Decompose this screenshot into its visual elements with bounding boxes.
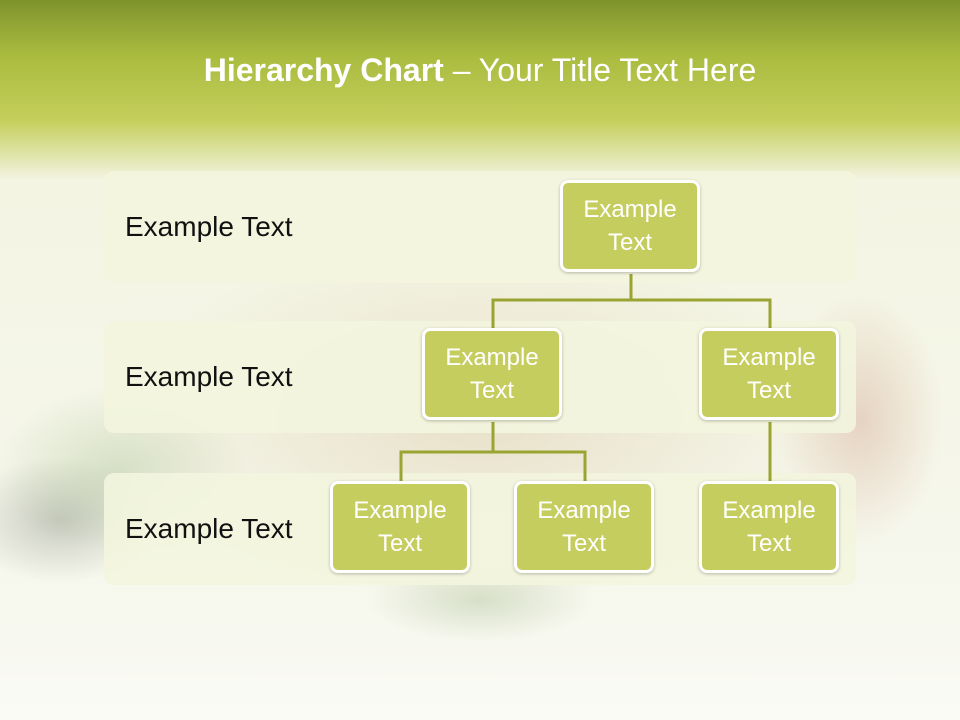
title-bold: Hierarchy Chart — [203, 52, 444, 88]
title-rest: – Your Title Text Here — [443, 52, 757, 88]
node-left[interactable]: Example Text — [422, 328, 562, 420]
slide-title: Hierarchy Chart – Your Title Text Here — [0, 52, 960, 89]
node-left-child-1-text: Example Text — [353, 497, 447, 557]
level-label-3: Example Text — [125, 513, 293, 544]
connector-left-to-child-1 — [399, 422, 495, 481]
node-left-child-2-text: Example Text — [537, 497, 631, 557]
level-band-1: Example Text — [104, 171, 856, 283]
connector-left-to-child-2 — [493, 450, 587, 481]
node-left-child-2[interactable]: Example Text — [514, 481, 654, 573]
node-left-child-1[interactable]: Example Text — [330, 481, 470, 573]
node-right[interactable]: Example Text — [699, 328, 839, 420]
node-right-child-text: Example Text — [722, 497, 816, 557]
node-right-child[interactable]: Example Text — [699, 481, 839, 573]
node-right-text: Example Text — [722, 344, 816, 404]
node-root[interactable]: Example Text — [560, 180, 700, 272]
level-label-1: Example Text — [125, 211, 293, 242]
node-root-text: Example Text — [583, 196, 677, 256]
node-left-text: Example Text — [445, 344, 539, 404]
connector-root-to-right — [631, 298, 772, 328]
level-label-2: Example Text — [125, 361, 293, 392]
connector-root-to-left — [491, 274, 633, 328]
